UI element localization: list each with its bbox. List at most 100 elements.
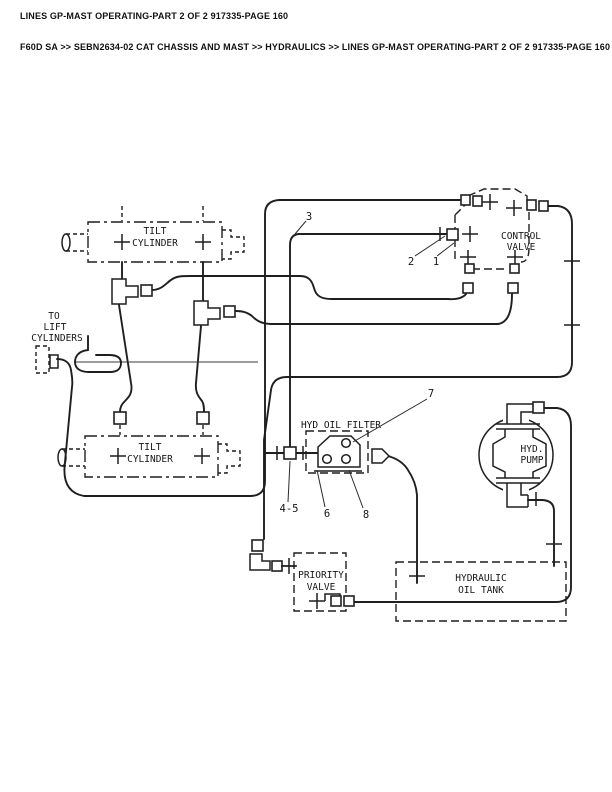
tilt-cylinder-bottom-label-line2: CYLINDER bbox=[127, 454, 173, 465]
fitting-square bbox=[507, 282, 519, 294]
priority-valve: PRIORITY VALVE bbox=[249, 539, 355, 612]
hose-loop bbox=[74, 335, 122, 373]
fitting-square bbox=[509, 263, 520, 274]
filter-bolt bbox=[340, 437, 352, 449]
elbow-fitting bbox=[249, 553, 271, 571]
pump-flanges bbox=[496, 423, 540, 484]
tilt-cylinder-bottom: TILT CYLINDER bbox=[57, 411, 241, 478]
tilt-cylinder-top-label-line2: CYLINDER bbox=[132, 238, 178, 249]
hose-right-tee-to-valve bbox=[235, 293, 513, 325]
hose-valve-to-priority bbox=[263, 205, 573, 540]
tilt-cylinder-top-label-line1: TILT bbox=[144, 226, 167, 237]
hose-tee-to-bottom-cyl-left bbox=[118, 304, 133, 413]
hyd-oil-filter-label: HYD OIL FILTER bbox=[301, 420, 381, 431]
pump-pipe-mask bbox=[503, 412, 529, 426]
callout-4-5: 4-5 bbox=[280, 503, 299, 515]
fitting-square bbox=[251, 539, 264, 552]
mount-block bbox=[222, 229, 245, 260]
priority-valve-label-line2: VALVE bbox=[307, 582, 336, 593]
hose-tee-to-bottom-cyl-right bbox=[194, 325, 205, 413]
rod-line bbox=[66, 233, 88, 252]
hose-filter-to-tank bbox=[387, 455, 418, 584]
hose-lift-to-control-valve bbox=[56, 199, 461, 497]
hyd-pump-label-line1: HYD. bbox=[521, 444, 544, 455]
rod-cap bbox=[61, 233, 71, 252]
filter-bolt bbox=[321, 453, 333, 465]
fitting-square bbox=[283, 446, 297, 460]
fitting-square bbox=[140, 284, 153, 297]
page-title: LINES GP-MAST OPERATING-PART 2 OF 2 9173… bbox=[20, 11, 289, 21]
fitting-square bbox=[460, 194, 471, 206]
hydraulic-oil-tank-label-line1: HYDRAULIC bbox=[455, 573, 506, 584]
fitting-square bbox=[271, 560, 283, 572]
pump-top-elbow bbox=[506, 403, 533, 424]
to-lift-label-line1: TO bbox=[48, 311, 60, 322]
fitting-square bbox=[462, 282, 474, 294]
mast-centerline bbox=[74, 335, 258, 373]
tee-fittings bbox=[111, 278, 236, 326]
hyd-pump-label-line2: PUMP bbox=[521, 455, 544, 466]
to-lift-cylinders: TO LIFT CYLINDERS bbox=[31, 311, 83, 374]
port-cross bbox=[114, 234, 211, 250]
callout-leader-4-5 bbox=[287, 460, 291, 503]
priority-valve-outline bbox=[293, 552, 347, 612]
hose-pump-to-priority bbox=[354, 407, 572, 603]
fitting-square bbox=[472, 195, 483, 207]
to-lift-label-line2: LIFT bbox=[44, 322, 67, 333]
breadcrumb[interactable]: F60D SA >> SEBN2634-02 CAT CHASSIS AND M… bbox=[20, 42, 611, 52]
hose-line-3 bbox=[289, 233, 448, 447]
filter-body bbox=[317, 435, 361, 468]
tilt-cylinder-top: TILT CYLINDER bbox=[61, 206, 245, 263]
callout-leader-6 bbox=[316, 469, 326, 508]
callout-3: 3 bbox=[306, 211, 312, 223]
callouts: 3 2 1 7 4-5 6 8 bbox=[280, 211, 455, 521]
to-lift-label-line3: CYLINDERS bbox=[31, 333, 83, 344]
rod-cap bbox=[57, 448, 67, 467]
callout-leader-7 bbox=[352, 398, 428, 443]
port-cross bbox=[110, 448, 210, 464]
fitting-square bbox=[464, 263, 475, 274]
callout-7: 7 bbox=[428, 388, 434, 400]
port-tick bbox=[121, 206, 204, 221]
fitting-square bbox=[526, 199, 537, 211]
fitting-square bbox=[446, 228, 459, 241]
fitting-square bbox=[343, 595, 355, 607]
port-cross bbox=[460, 194, 523, 264]
port-cross bbox=[309, 593, 325, 609]
hose-pump-suction bbox=[527, 499, 555, 567]
control-valve-label-line2: VALVE bbox=[507, 242, 536, 253]
hose-lines bbox=[56, 199, 580, 603]
rod-line bbox=[62, 448, 85, 467]
fitting-square bbox=[538, 200, 549, 212]
callout-8: 8 bbox=[363, 509, 369, 521]
fitting-square bbox=[196, 411, 210, 425]
control-valve: CONTROL VALVE bbox=[446, 188, 549, 294]
fitting-square bbox=[330, 595, 342, 607]
tilt-cylinder-bottom-outline bbox=[84, 435, 219, 478]
hyd-oil-filter: HYD OIL FILTER bbox=[283, 420, 391, 474]
filter-bolt bbox=[340, 453, 352, 465]
callout-leader-8 bbox=[348, 469, 364, 509]
fitting-square bbox=[223, 305, 236, 318]
to-lift-fitting bbox=[49, 354, 59, 369]
fitting-square bbox=[532, 401, 545, 414]
callout-2: 2 bbox=[408, 256, 414, 268]
fitting-square bbox=[113, 411, 127, 425]
callout-leader-3 bbox=[294, 220, 307, 235]
tilt-cylinder-bottom-label-line1: TILT bbox=[139, 442, 162, 453]
hyd-pump: HYD. PUMP bbox=[478, 401, 554, 508]
hydraulic-oil-tank-label-line2: OIL TANK bbox=[458, 585, 504, 596]
tee-fitting-right bbox=[193, 300, 221, 326]
port-tick bbox=[119, 425, 204, 435]
filter-outline-dashed bbox=[305, 430, 369, 474]
control-valve-label-line1: CONTROL bbox=[501, 231, 541, 242]
pump-spool bbox=[492, 429, 547, 478]
hydraulic-oil-tank: HYDRAULIC OIL TANK bbox=[395, 561, 567, 622]
callout-1: 1 bbox=[433, 256, 439, 268]
mount-block bbox=[218, 443, 241, 474]
callout-6: 6 bbox=[324, 508, 330, 520]
callout-leader-2 bbox=[414, 235, 446, 257]
hose-left-tee-to-valve bbox=[151, 275, 467, 301]
tilt-cylinder-top-outline bbox=[87, 221, 223, 263]
